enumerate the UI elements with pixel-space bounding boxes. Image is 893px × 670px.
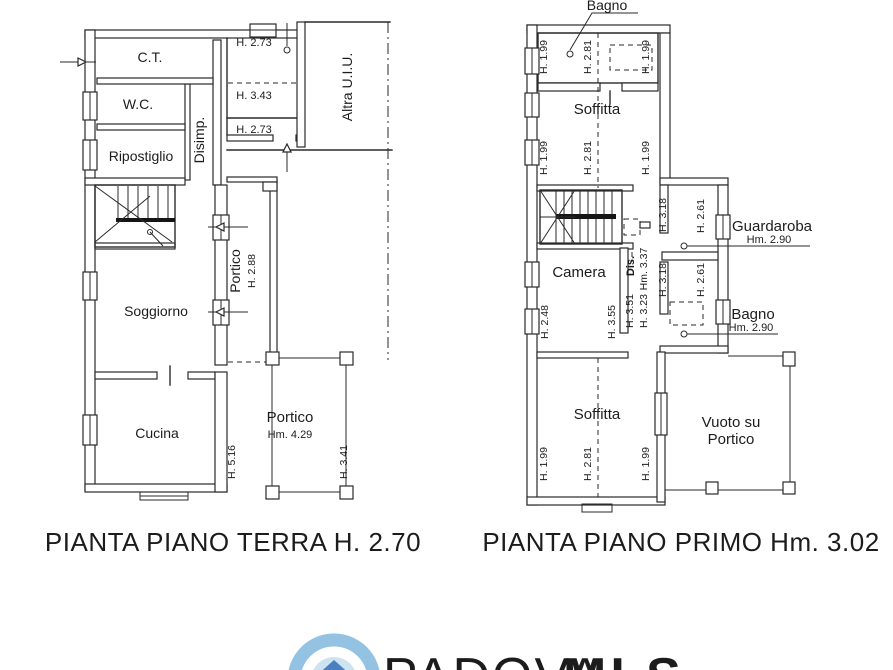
height-label: Hm. 3.37 <box>638 248 650 291</box>
height-label: Hm. 4.29 <box>268 429 313 441</box>
height-label: H. 2.73 <box>236 124 271 136</box>
height-label: H. 1.99 <box>640 447 652 481</box>
height-label: H. 2.81 <box>582 40 594 74</box>
height-label: Hm. 2.90 <box>729 322 774 334</box>
ground-floor-labels: C.T. W.C. Ripostiglio Disimp. Soggiorno … <box>109 37 355 479</box>
room-label-portico-corridoio: Portico <box>227 249 243 293</box>
height-label: H. 2.61 <box>695 199 707 233</box>
first-floor-staircase <box>539 189 623 245</box>
room-label-wc: W.C. <box>123 96 153 112</box>
height-label: H. 1.99 <box>538 141 550 175</box>
room-label-soffitta-bottom: Soffitta <box>574 406 621 423</box>
first-floor-bagno-top-leader <box>566 12 638 58</box>
ground-floor-plan: C.T. W.C. Ripostiglio Disimp. Soggiorno … <box>60 21 393 501</box>
room-label-guardaroba: Guardaroba <box>732 218 813 235</box>
logo-house-icon <box>322 660 346 670</box>
padova-mls-logo: PADOVA MLS <box>288 633 685 670</box>
room-label-altra-uiu: Altra U.I.U. <box>339 53 355 121</box>
room-label-vuoto-line2: Portico <box>708 431 755 448</box>
room-label-soggiorno: Soggiorno <box>124 303 188 319</box>
first-floor-windows <box>524 47 731 436</box>
first-floor-labels: Bagno H. 1.99 H. 2.81 H. 1.99 Soffitta H… <box>538 0 813 481</box>
height-label: H. 5.16 <box>226 445 238 479</box>
height-label: H. 3.18 <box>657 263 669 297</box>
room-label-camera: Camera <box>552 264 606 281</box>
height-label: H. 1.99 <box>640 40 652 74</box>
first-floor-caption: PIANTA PIANO PRIMO Hm. 3.02 <box>482 527 879 557</box>
room-label-ripostiglio: Ripostiglio <box>109 148 174 164</box>
logo-ring <box>288 633 380 670</box>
room-label-vuoto-line1: Vuoto su <box>702 414 761 431</box>
height-label: H. 1.99 <box>538 40 550 74</box>
height-label: H. 2.88 <box>246 254 258 288</box>
height-label: H. 2.48 <box>539 305 551 339</box>
room-label-disimp: Disimp. <box>191 117 207 164</box>
height-label: H. 2.81 <box>582 447 594 481</box>
room-label-soffitta-top: Soffitta <box>574 101 621 118</box>
height-label: H. 1.99 <box>640 141 652 175</box>
height-label: H. 2.73 <box>236 37 271 49</box>
ground-floor-windows <box>82 23 277 446</box>
room-label-bagno-top: Bagno <box>587 0 628 13</box>
room-label-ct: C.T. <box>138 49 163 65</box>
ground-floor-caption: PIANTA PIANO TERRA H. 2.70 <box>45 527 421 557</box>
height-label: H. 3.41 <box>338 445 350 479</box>
room-label-portico: Portico <box>267 409 314 426</box>
ground-floor-entrance-arrows <box>60 57 292 317</box>
height-label: H. 3.43 <box>236 90 271 102</box>
ground-floor-portico <box>228 351 354 500</box>
height-label: H. 1.99 <box>538 447 550 481</box>
first-floor-vuoto-su-portico <box>665 351 796 495</box>
room-label-dis: Dis. <box>625 256 637 276</box>
height-label: H. 3.23 <box>638 294 650 328</box>
room-label-bagno-mid: Bagno <box>731 306 774 323</box>
height-label: H. 3.51 <box>624 294 636 328</box>
height-label: Hm. 2.90 <box>747 234 792 246</box>
height-label: H. 3.55 <box>606 305 618 339</box>
height-label: H. 2.81 <box>582 141 594 175</box>
ground-floor-staircase <box>94 184 176 248</box>
first-floor-plan: Bagno H. 1.99 H. 2.81 H. 1.99 Soffitta H… <box>524 0 813 513</box>
height-label: H. 2.61 <box>695 263 707 297</box>
room-label-cucina: Cucina <box>135 425 179 441</box>
first-floor-guardaroba-leader <box>680 242 810 250</box>
first-floor-bagno-mid-leader <box>680 330 778 338</box>
height-label: H. 3.18 <box>657 198 669 232</box>
logo-text-mls: MLS <box>563 648 685 670</box>
logo-text-padova: PADOVA <box>383 648 604 670</box>
